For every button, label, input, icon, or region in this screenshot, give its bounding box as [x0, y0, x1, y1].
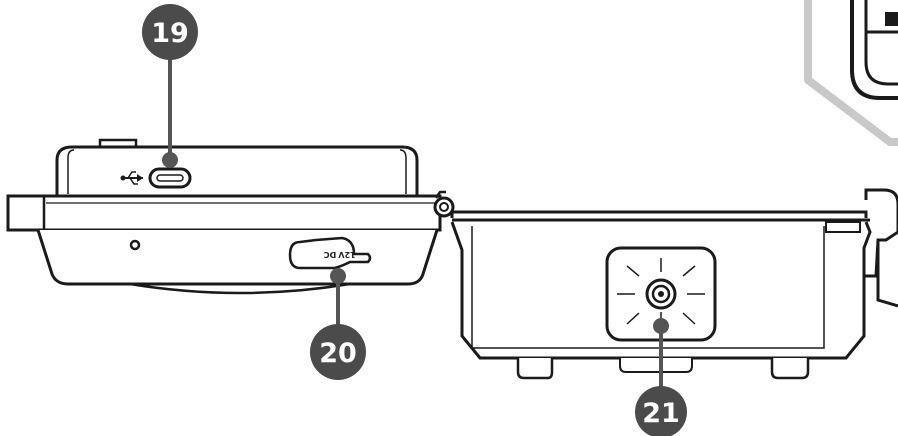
left-device-band — [6, 194, 442, 232]
callout-21: 21 — [635, 318, 687, 436]
partial-device-view — [804, 0, 898, 146]
usb-c-port-icon — [148, 167, 192, 189]
callout-20: 20 — [310, 268, 366, 380]
left-device-top-body — [55, 145, 419, 196]
tripod-mount-icon — [605, 246, 717, 342]
callout-19-label: 19 — [151, 18, 189, 49]
left-device-side-view: 12V DC — [6, 138, 455, 295]
dc-type-label: DC — [324, 250, 337, 259]
right-device-top-edge — [450, 210, 868, 218]
callout-21-label: 21 — [642, 398, 680, 429]
dc-voltage-label: 12V — [338, 250, 356, 259]
partial-device-body — [850, 0, 898, 100]
indicator-hole — [129, 239, 141, 251]
usb-icon — [120, 171, 143, 185]
hinge — [433, 190, 455, 218]
foot-left — [516, 358, 554, 380]
dc-power-port-icon — [288, 236, 372, 270]
right-clip — [864, 188, 898, 278]
callout-20-label: 20 — [319, 338, 357, 369]
foot-right — [770, 358, 810, 380]
gray-outline-shape — [804, 0, 898, 146]
right-device-bottom-view — [450, 188, 898, 380]
left-device-lower-body — [36, 229, 439, 286]
callout-19: 19 — [142, 4, 198, 168]
